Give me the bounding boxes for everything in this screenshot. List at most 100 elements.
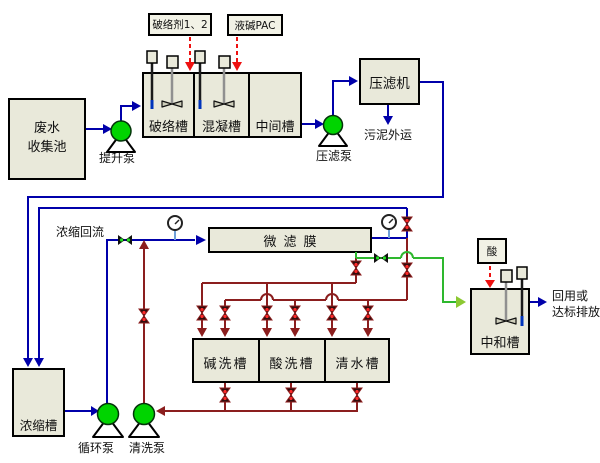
arrow-icon: [485, 280, 495, 288]
valve-icon: [261, 305, 273, 321]
discharge-label: 回用或 达标排放: [552, 288, 600, 320]
sludge-out-label: 污泥外运: [364, 128, 413, 142]
pipe-liftpump-to-breaktank: [120, 105, 133, 123]
arrow-icon: [315, 119, 324, 129]
pressure-gauge-icon: [167, 215, 183, 240]
pipe-presspump-to-filterpress: [332, 80, 349, 117]
pipes-dosing: [185, 37, 495, 288]
lift-pump-icon: [106, 120, 136, 153]
dosing-acid-label: 酸: [486, 245, 498, 258]
pipe-hop-icon: [325, 293, 339, 301]
arrow-icon: [363, 328, 373, 337]
membrane-label: 微滤膜: [263, 234, 324, 250]
pipes-blue: [23, 76, 547, 416]
circulation-pump-label: 循环泵: [78, 441, 115, 455]
dosing-pac-label: 液碱PAC: [234, 19, 276, 32]
clean-water-tank-label: 清水槽: [335, 357, 381, 372]
discharge-label-line2: 达标排放: [552, 305, 600, 319]
break-tank-label: 破络槽: [148, 120, 188, 135]
concentrate-tank-label: 浓缩槽: [19, 418, 58, 433]
arrow-icon: [156, 406, 165, 416]
arrow-icon: [196, 235, 206, 245]
cleaning-pump-label: 清洗泵: [129, 441, 166, 455]
arrow-icon: [23, 358, 33, 367]
stirrer-icon: [161, 55, 183, 108]
microfiltration-membrane: 微滤膜: [208, 227, 372, 253]
arrow-icon: [290, 328, 300, 337]
valve-icon: [350, 260, 362, 276]
tank-divider: [258, 340, 260, 381]
arrow-icon: [91, 406, 99, 416]
discharge-label-line1: 回用或: [552, 289, 589, 303]
probe-icon: [146, 50, 158, 109]
cleaning-pump-icon: [128, 402, 160, 438]
circulation-pump-icon: [92, 402, 124, 438]
pipe-filtrate-return: [27, 81, 444, 358]
pipe-hop-icon: [400, 251, 414, 259]
valve-icon: [285, 387, 297, 403]
arrow-icon: [132, 101, 141, 111]
wash-tank-assembly: 碱洗槽 酸洗槽 清水槽: [192, 338, 390, 383]
valve-icon: [351, 387, 363, 403]
dosing-breaker-label: 破络剂1、2: [152, 19, 208, 31]
collection-tank-label-line1: 废水: [33, 121, 60, 137]
press-pump-label: 压滤泵: [316, 149, 353, 163]
arrow-icon: [262, 328, 272, 337]
concentrate-reflux-label: 浓缩回流: [56, 225, 105, 239]
valve-icon: [219, 305, 231, 321]
filter-press: 压滤机: [359, 58, 420, 105]
tank-divider: [324, 340, 326, 381]
filter-press-label: 压滤机: [369, 75, 410, 92]
acid-wash-tank-label: 酸洗槽: [269, 357, 315, 372]
arrow-icon: [34, 358, 44, 367]
arrow-icon: [327, 328, 337, 337]
coagulation-tank-label: 混凝槽: [201, 120, 241, 135]
concentrate-tank: 浓缩槽: [12, 368, 65, 437]
intermediate-tank-label: 中间槽: [255, 120, 295, 135]
valve-icon: [219, 387, 231, 403]
pipe-wash-manifold: [160, 383, 358, 412]
valve-icon: [326, 305, 338, 321]
valve-icon: [401, 216, 413, 232]
pipe-membrane-feed: [106, 239, 195, 404]
neutralization-tank: 中和槽: [470, 288, 530, 355]
arrow-icon: [197, 328, 207, 337]
collection-tank-label-line2: 收集池: [27, 140, 67, 155]
stirrer-icon: [213, 55, 235, 108]
valve-icon: [374, 253, 388, 263]
arrow-icon: [383, 116, 393, 125]
alkali-wash-tank-label: 碱洗槽: [203, 357, 249, 372]
valve-icon: [289, 305, 301, 321]
pipe-hop-icon: [260, 293, 274, 301]
arrow-icon: [139, 240, 149, 249]
pipe-permeate-to-neutral: [413, 257, 457, 303]
wastewater-collection-tank: 废水 收集池: [8, 98, 86, 180]
arrow-icon: [103, 124, 112, 134]
arrow-icon: [349, 76, 358, 86]
valve-icon: [118, 235, 132, 245]
probe-icon: [516, 266, 528, 326]
stirrer-icon: [495, 269, 517, 325]
dosing-box-pac: 液碱PAC: [227, 14, 283, 36]
press-pump-icon: [318, 114, 348, 147]
lift-pump-label: 提升泵: [99, 151, 136, 165]
tank-divider: [248, 74, 250, 136]
neutralization-tank-label: 中和槽: [480, 336, 520, 351]
probe-icon: [194, 50, 206, 109]
tank-divider: [193, 74, 195, 136]
arrow-icon: [456, 296, 466, 308]
dosing-box-breaker: 破络剂1、2: [148, 13, 212, 36]
valve-icon: [401, 262, 413, 278]
pipes-cleaning: [139, 238, 408, 416]
pipe-concentrate-return: [38, 207, 407, 358]
valve-icon: [362, 305, 374, 321]
arrow-icon: [220, 328, 230, 337]
valve-icon: [196, 305, 208, 321]
pressure-gauge-icon: [381, 214, 397, 238]
arrow-icon: [232, 62, 242, 71]
valve-icon: [138, 308, 150, 324]
dosing-box-acid: 酸: [477, 238, 507, 264]
reaction-tank-assembly: 破络槽 混凝槽 中间槽: [142, 72, 302, 138]
